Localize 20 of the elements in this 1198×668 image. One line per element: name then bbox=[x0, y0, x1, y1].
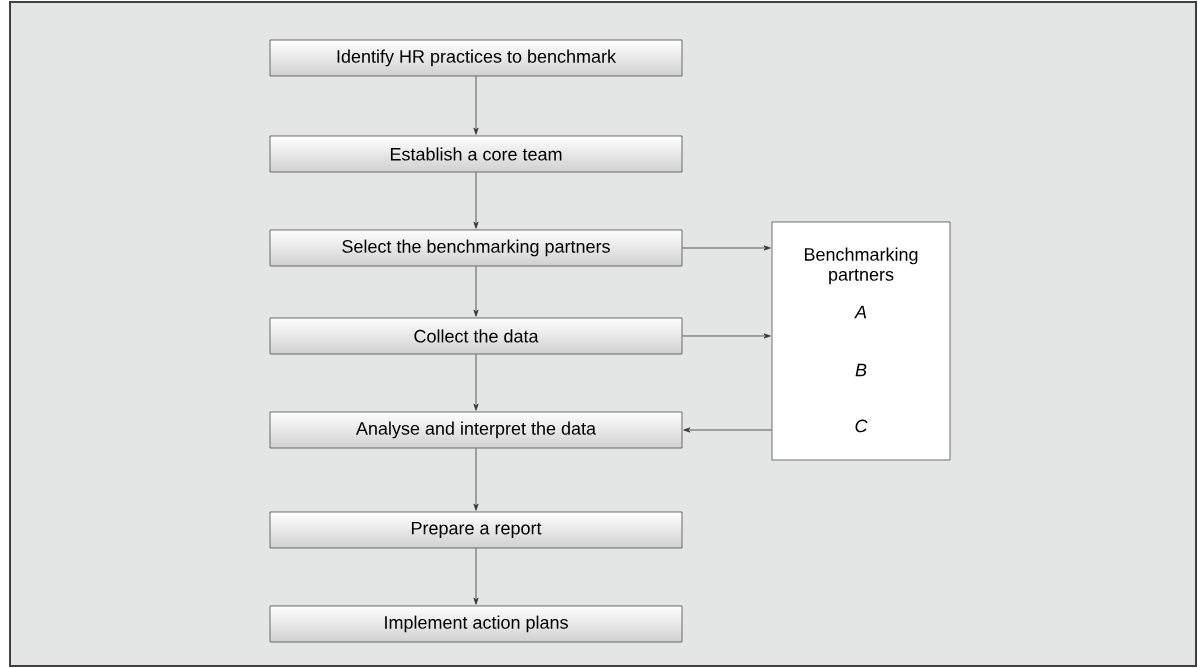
arrow bbox=[683, 427, 772, 433]
arrow bbox=[473, 548, 479, 605]
process-box: Establish a core team bbox=[269, 135, 683, 173]
arrow bbox=[682, 333, 771, 339]
arrow bbox=[473, 266, 479, 317]
arrow bbox=[473, 172, 479, 229]
process-box: Implement action plans bbox=[269, 605, 683, 643]
arrow bbox=[473, 354, 479, 411]
arrow bbox=[473, 448, 479, 511]
process-box: Select the benchmarking partners bbox=[269, 229, 683, 267]
arrow bbox=[473, 76, 479, 135]
box-heading: Benchmarking partners bbox=[804, 247, 918, 285]
partner-letter: A bbox=[854, 305, 867, 319]
arrow bbox=[682, 245, 771, 251]
process-box: Prepare a report bbox=[269, 511, 683, 549]
partner-letter: C bbox=[855, 419, 868, 433]
process-box: Collect the data bbox=[269, 317, 683, 355]
process-box: Identify HR practices to benchmark bbox=[269, 39, 683, 77]
process-box: Analyse and interpret the data bbox=[269, 411, 683, 449]
partner-letter: B bbox=[855, 363, 867, 377]
